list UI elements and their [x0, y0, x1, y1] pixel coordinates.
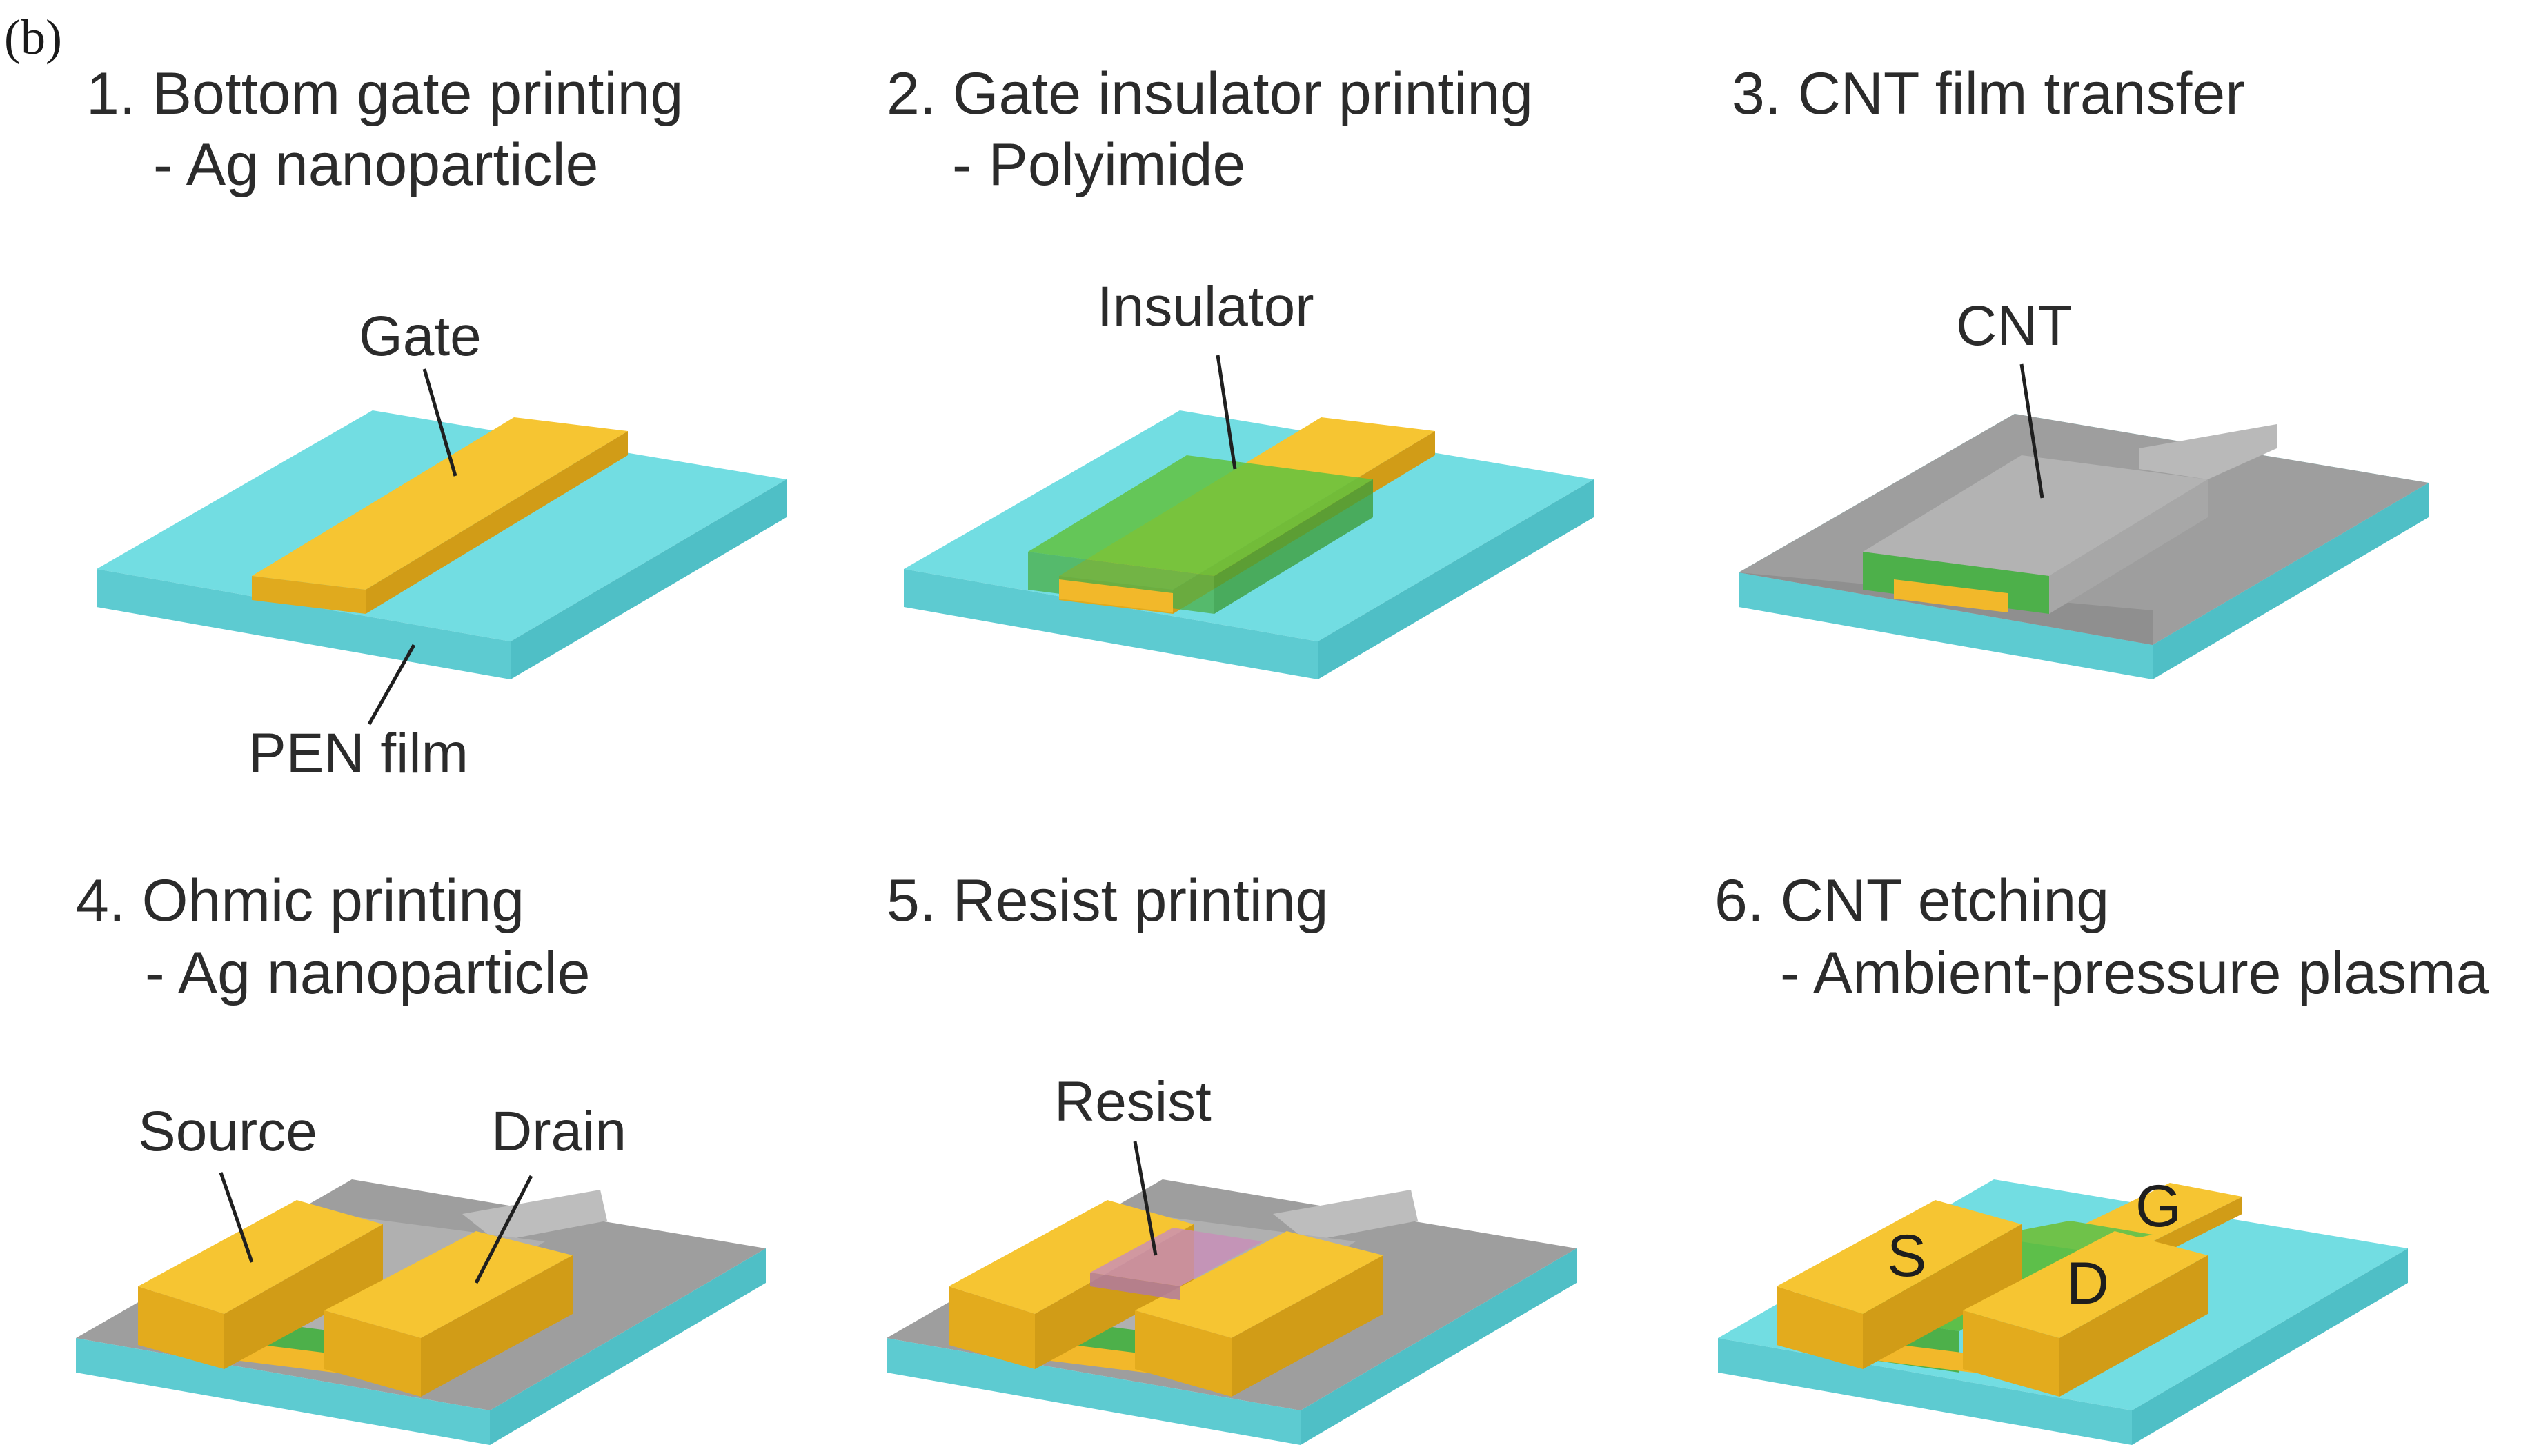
step-4-heading: 4. Ohmic printing - Ag nanoparticle	[76, 868, 590, 1006]
gate-visible-front	[1059, 579, 1173, 612]
drain-top	[1135, 1231, 1383, 1338]
drain-side	[2059, 1255, 2208, 1397]
step-2-heading: 2. Gate insulator printing - Polyimide	[887, 61, 1533, 198]
source-letter: S	[1887, 1223, 1926, 1289]
drain-contact	[324, 1231, 573, 1397]
drain-front	[324, 1310, 421, 1397]
substrate-front	[97, 569, 511, 679]
drain-leader-line	[474, 1175, 533, 1284]
source-side	[224, 1224, 383, 1369]
step-5-illustration: Resist	[887, 1070, 1577, 1445]
substrate-front	[76, 1338, 490, 1445]
gate-front-under-cnt	[1894, 579, 2008, 612]
drain-contact-6	[1963, 1231, 2208, 1397]
gate-front	[1045, 1342, 1156, 1374]
drain-side	[1232, 1255, 1383, 1397]
resist-label: Resist	[1054, 1070, 1212, 1133]
drain-side	[421, 1255, 573, 1397]
substrate-front	[1739, 572, 2153, 679]
step-2-title: 2. Gate insulator printing	[887, 61, 1533, 127]
drain-contact-5	[1135, 1231, 1383, 1397]
step-6-illustration: S D G	[1718, 1173, 2408, 1445]
step-2-illustration: Insulator	[904, 275, 1594, 679]
cnt-raised-side	[2049, 479, 2208, 614]
step-1-subtitle: - Ag nanoparticle	[153, 132, 598, 198]
step-3-title: 3. CNT film transfer	[1732, 61, 2245, 127]
step-5-title: 5. Resist printing	[887, 868, 1329, 934]
substrate-side	[1301, 1248, 1577, 1445]
source-contact-6	[1777, 1200, 2022, 1369]
source-top	[949, 1200, 1194, 1314]
insulator-top	[1028, 455, 1373, 576]
substrate-front	[887, 1338, 1301, 1445]
step-2-subtitle: - Polyimide	[952, 132, 1245, 198]
pen-film-leader-line	[367, 644, 416, 726]
gate-front	[252, 576, 366, 614]
gate-top	[252, 417, 628, 590]
drain-front	[1135, 1310, 1232, 1397]
resist-leader-line	[1133, 1141, 1158, 1256]
drain-top	[1963, 1231, 2208, 1338]
figure-label: (b)	[4, 10, 62, 65]
gate-electrode	[252, 417, 628, 614]
step-5-heading: 5. Resist printing	[887, 868, 1329, 934]
cnt-label: CNT	[1956, 295, 2073, 357]
gate-side	[366, 431, 628, 614]
step-6-heading: 6. CNT etching - Ambient-pressure plasma	[1714, 868, 2489, 1006]
gate-letter: G	[2135, 1173, 2182, 1239]
step-4-illustration: Source Drain	[76, 1100, 766, 1445]
substrate-side	[2153, 483, 2429, 679]
source-top	[1777, 1200, 2022, 1314]
insulator-side	[1214, 479, 1373, 614]
substrate-side	[1318, 479, 1594, 679]
insulator-label: Insulator	[1097, 275, 1314, 338]
gate-label: Gate	[359, 305, 482, 368]
step-4-title: 4. Ohmic printing	[76, 868, 524, 934]
step-3-illustration: CNT	[1739, 295, 2429, 679]
drain-top	[324, 1231, 573, 1338]
resist-front	[1090, 1273, 1180, 1300]
gate-front	[235, 1342, 345, 1374]
insulator-leader-line	[1216, 355, 1237, 470]
source-label: Source	[138, 1100, 317, 1163]
step-1-illustration: Gate PEN film	[97, 305, 787, 785]
cnt-raised-top	[1863, 455, 2208, 576]
gate-leader-line	[422, 368, 457, 477]
source-front	[949, 1286, 1035, 1369]
source-side	[1863, 1224, 2022, 1369]
cnt-gate-ridge	[2139, 424, 2277, 479]
substrate-front	[904, 569, 1318, 679]
insulator-layer	[1028, 455, 1373, 614]
step-1-title: 1. Bottom gate printing	[86, 61, 683, 127]
step-1-heading: 1. Bottom gate printing - Ag nanoparticl…	[86, 61, 683, 198]
drain-letter: D	[2066, 1250, 2109, 1317]
source-leader-line	[219, 1172, 254, 1263]
step-3-heading: 3. CNT film transfer	[1732, 61, 2245, 127]
resist-top	[1090, 1228, 1263, 1286]
cnt-film	[1739, 414, 2429, 645]
substrate-side	[490, 1248, 766, 1445]
cnt-ridge	[462, 1190, 607, 1241]
cnt-ridge	[1273, 1190, 1418, 1241]
substrate-side	[2132, 1248, 2408, 1445]
drain-front	[1963, 1310, 2059, 1397]
pen-film-label: PEN film	[248, 722, 468, 785]
gate-front	[1873, 1342, 1984, 1374]
drain-label: Drain	[491, 1100, 626, 1163]
cnt-film-front	[1739, 572, 2153, 645]
cnt-leader-line	[2019, 363, 2044, 499]
step-6-title: 6. CNT etching	[1714, 868, 2109, 934]
source-front	[1777, 1286, 1863, 1369]
source-contact	[138, 1200, 383, 1369]
resist-pad	[1090, 1228, 1263, 1300]
substrate-front	[1718, 1338, 2132, 1445]
source-top	[138, 1200, 383, 1314]
step-4-subtitle: - Ag nanoparticle	[145, 940, 590, 1006]
step-6-subtitle: - Ambient-pressure plasma	[1780, 940, 2489, 1006]
source-front	[138, 1286, 224, 1369]
substrate-side	[511, 479, 787, 679]
